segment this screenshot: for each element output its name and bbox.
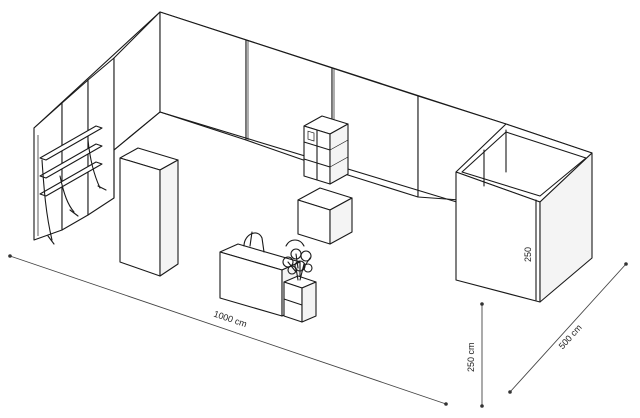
height-label: 250 cm — [466, 342, 476, 372]
storage-cabin — [455, 123, 593, 303]
cabin-height-label: 250 — [523, 247, 533, 262]
depth-label: 500 cm — [557, 322, 584, 351]
center-cube — [297, 187, 353, 245]
wall-shelves — [39, 125, 107, 245]
dimension-cabin-height: 250 — [523, 247, 533, 262]
cube-shelving — [303, 115, 349, 185]
left-wall — [33, 11, 161, 241]
dimension-height: 250 cm — [466, 302, 484, 408]
reception-desk — [219, 231, 301, 317]
plant — [282, 239, 313, 281]
plant-stand — [283, 275, 317, 323]
tall-cabinet — [119, 147, 179, 277]
